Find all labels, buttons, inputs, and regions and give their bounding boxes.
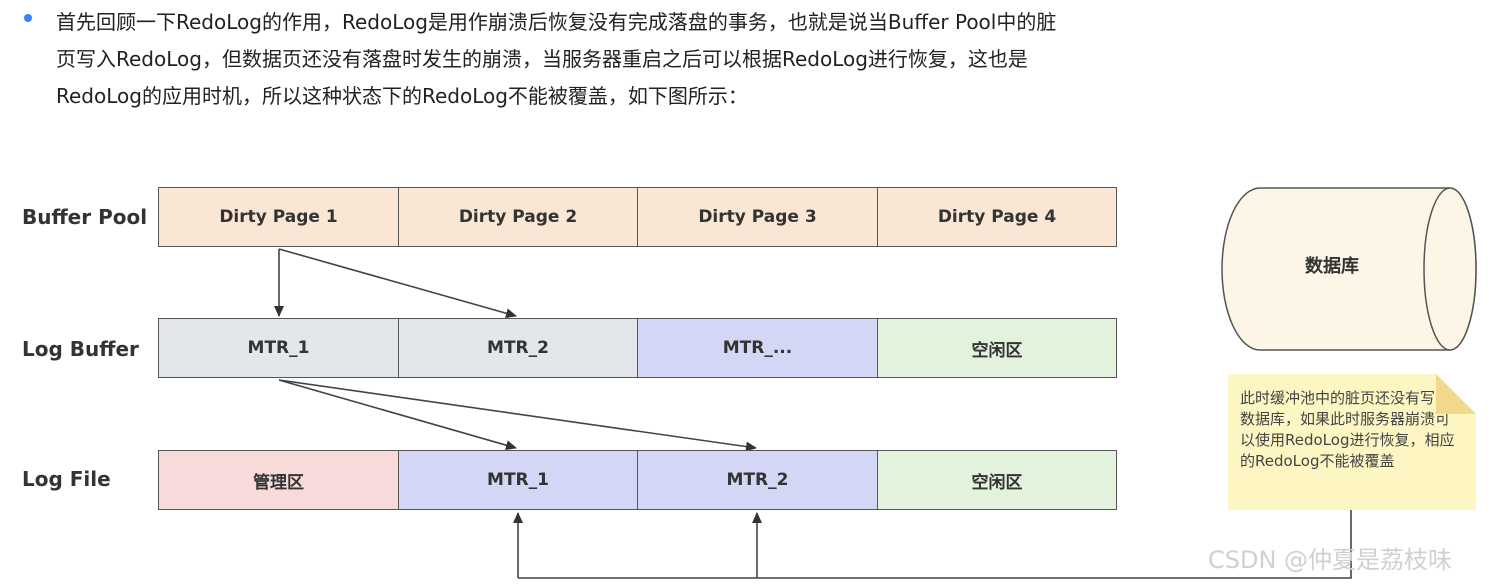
log-buffer-cell-4: 空闲区: [877, 318, 1117, 378]
bullet-dot-icon: [24, 14, 32, 22]
log-file-cell-2: MTR_1: [398, 450, 638, 510]
note-text: 此时缓冲池中的脏页还没有写入数据库，如果此时服务器崩溃可以使用RedoLog进行…: [1240, 389, 1455, 470]
watermark: CSDN @仲夏是荔枝味: [1208, 546, 1453, 574]
database-cylinder: [1221, 187, 1477, 351]
log-buffer-cell-3: MTR_...: [637, 318, 878, 378]
buffer-pool-cell-1: Dirty Page 1: [158, 187, 399, 247]
buffer-pool-cell-3: Dirty Page 3: [637, 187, 878, 247]
row-label-log-file: Log File: [22, 467, 111, 491]
log-file-cell-4: 空闲区: [877, 450, 1117, 510]
log-buffer-cell-1: MTR_1: [158, 318, 399, 378]
return-line: [518, 510, 1352, 579]
log-buffer-cell-2: MTR_2: [398, 318, 638, 378]
sticky-note: 此时缓冲池中的脏页还没有写入数据库，如果此时服务器崩溃可以使用RedoLog进行…: [1228, 374, 1476, 510]
log-file-cell-1: 管理区: [158, 450, 399, 510]
paragraph-text: 首先回顾一下RedoLog的作用，RedoLog是用作崩溃后恢复没有完成落盘的事…: [56, 10, 1057, 108]
note-fold-corner: [1436, 374, 1476, 414]
bullet-paragraph: 首先回顾一下RedoLog的作用，RedoLog是用作崩溃后恢复没有完成落盘的事…: [24, 4, 1064, 115]
arrow-buffer-mtr1-to-file-mtr2: [278, 379, 757, 452]
arrow-dirtypage1-to-mtr2: [278, 248, 517, 319]
row-label-buffer-pool: Buffer Pool: [22, 205, 148, 229]
row-label-log-buffer: Log Buffer: [22, 337, 139, 361]
buffer-pool-cell-4: Dirty Page 4: [877, 187, 1117, 247]
log-file-cell-3: MTR_2: [637, 450, 878, 510]
arrow-buffer-mtr1-to-file-mtr1: [278, 379, 517, 451]
buffer-pool-cell-2: Dirty Page 2: [398, 187, 638, 247]
database-label: 数据库: [1305, 256, 1359, 277]
